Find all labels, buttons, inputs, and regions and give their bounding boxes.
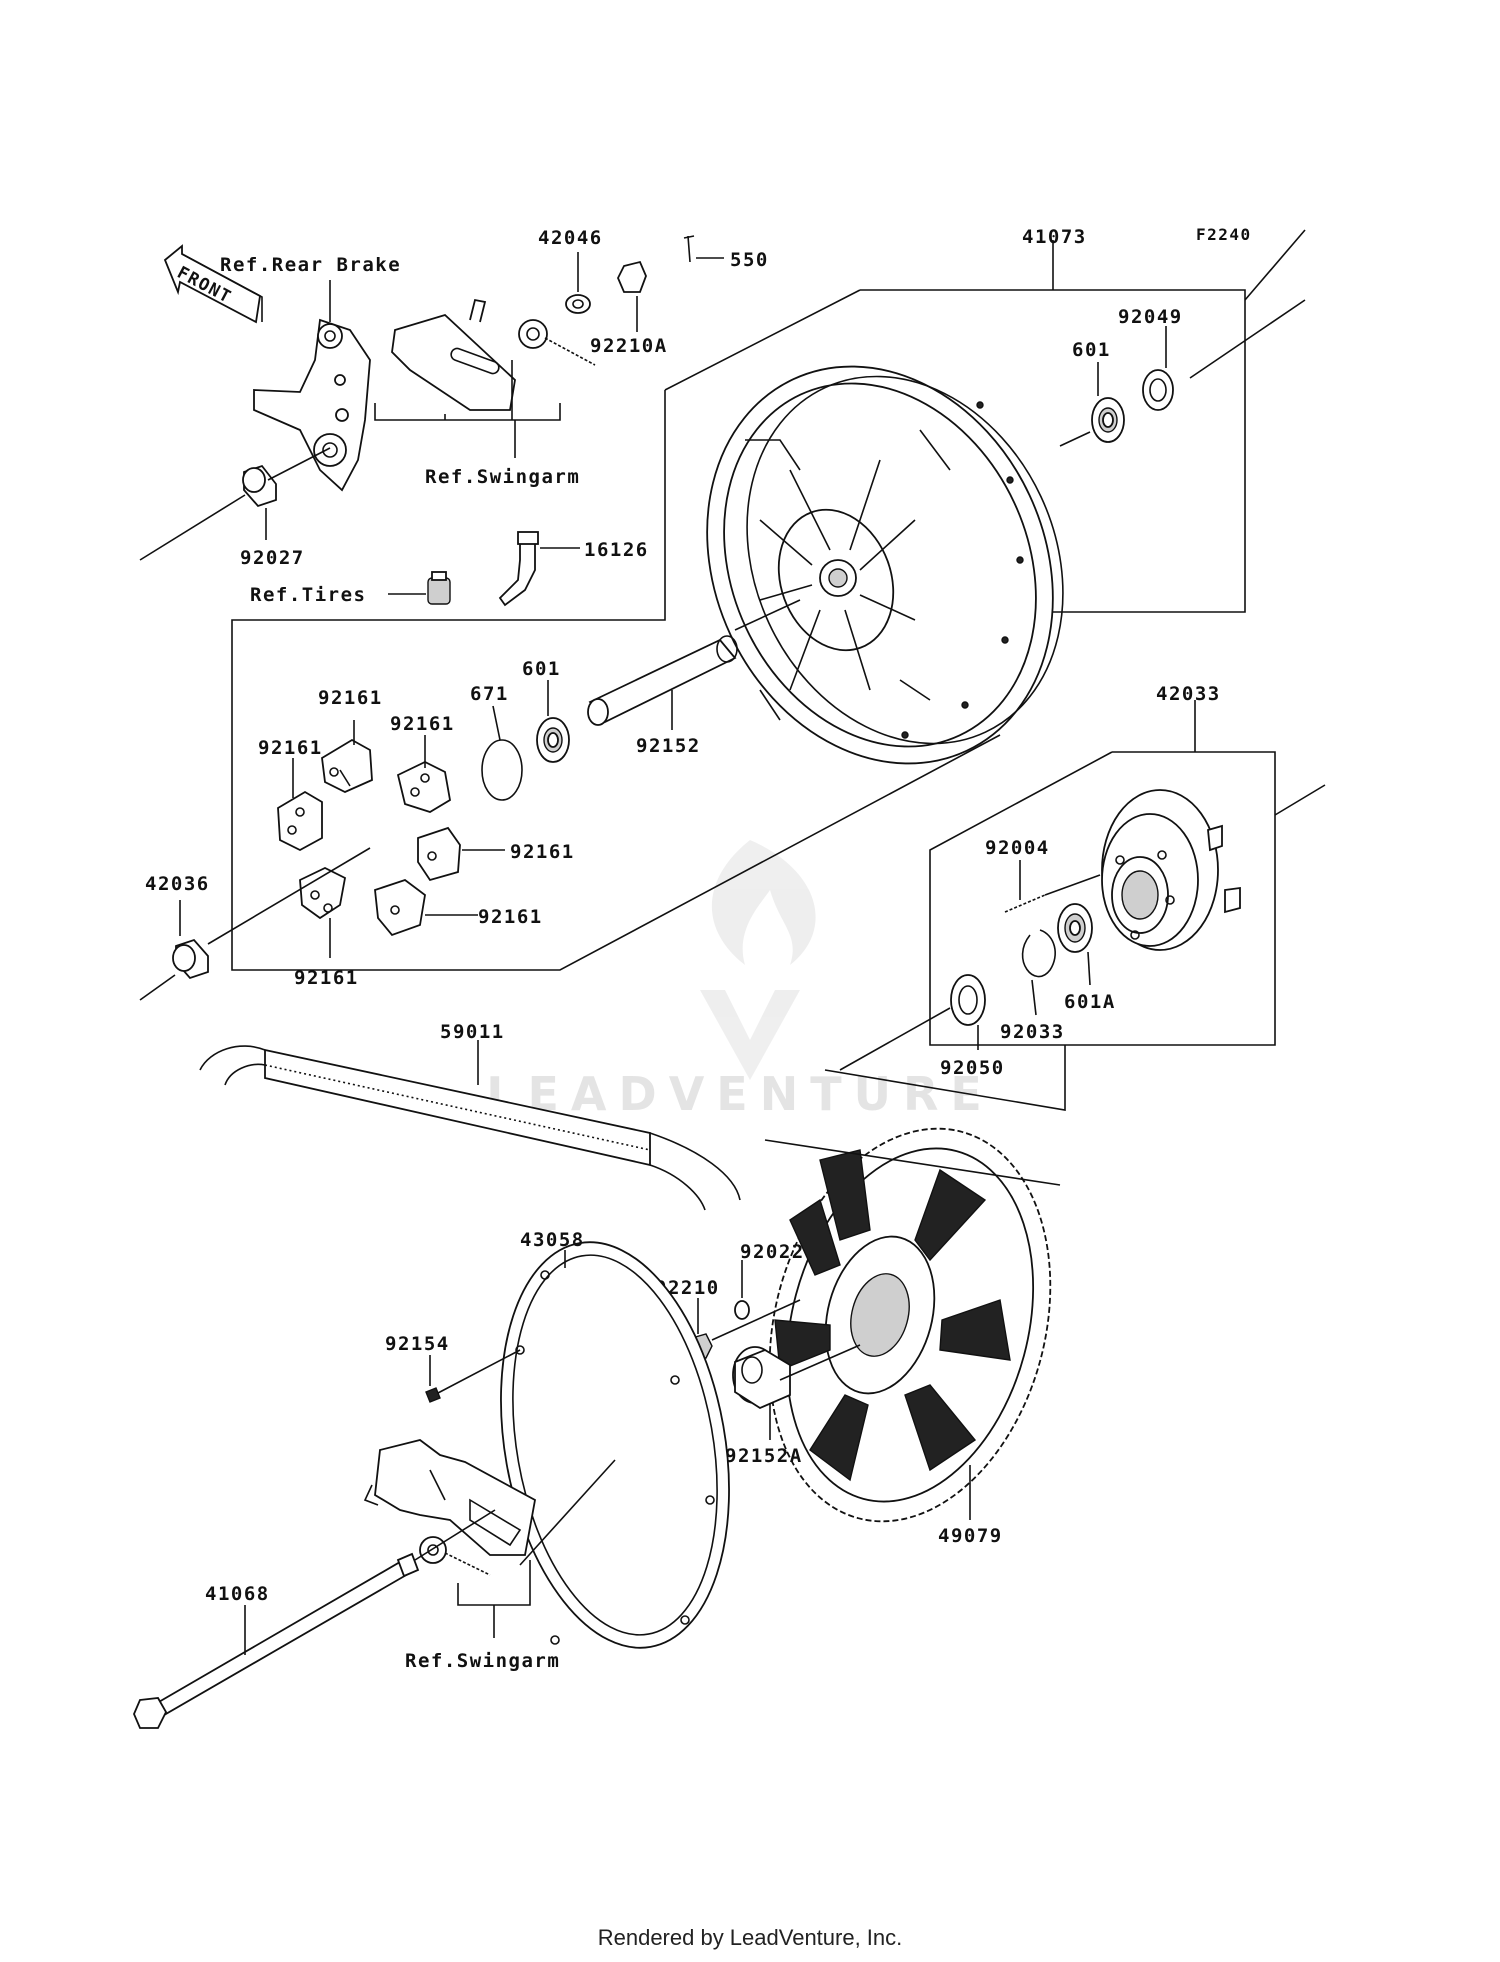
- part-550: 550: [730, 249, 769, 271]
- collar-92027: [242, 464, 277, 508]
- footer-credit: Rendered by LeadVenture, Inc.: [597, 1925, 903, 1950]
- adjuster-bolt-illustration: [518, 319, 596, 366]
- bearing-601-top: [1091, 397, 1125, 443]
- valve-cap-icon: [427, 571, 451, 605]
- part-42033: 42033: [1156, 683, 1221, 705]
- part-42046: 42046: [538, 227, 603, 249]
- part-92152: 92152: [636, 735, 701, 757]
- circlip-92033: [1021, 929, 1056, 978]
- ref-rear-brake: Ref.Rear Brake: [220, 254, 401, 276]
- watermark-text: LEADVENTURE: [486, 1067, 994, 1121]
- part-92154: 92154: [385, 1333, 450, 1355]
- swingarm-bracket-illustration: [391, 298, 516, 411]
- bearing-601-mid: [536, 717, 570, 763]
- o-ring-671: [481, 739, 523, 801]
- part-41068: 41068: [205, 1583, 270, 1605]
- damper-92161-c: [396, 760, 451, 813]
- collar-42036: [172, 938, 209, 980]
- part-92210A: 92210A: [590, 335, 668, 357]
- part-92004: 92004: [985, 837, 1050, 859]
- damper-92161-d: [417, 826, 461, 882]
- part-92161-b: 92161: [258, 737, 323, 759]
- part-92161-f: 92161: [294, 967, 359, 989]
- bolt-92154: [425, 1349, 521, 1403]
- spacer-92152: [587, 635, 738, 726]
- nut-92210A: [617, 260, 647, 293]
- spacer-92152A: [732, 1346, 791, 1410]
- washer-42046: [565, 294, 591, 314]
- axle-41068: [133, 1552, 420, 1729]
- ref-tires: Ref.Tires: [250, 584, 366, 606]
- ref-swingarm-bottom: Ref.Swingarm: [405, 1650, 560, 1672]
- belt-guard-43058: [500, 1241, 730, 1649]
- part-92161-a: 92161: [318, 687, 383, 709]
- seal-92050: [950, 974, 986, 1026]
- swingarm-bottom-ref-bracket: [457, 1560, 531, 1638]
- part-16126: 16126: [584, 539, 649, 561]
- part-601A: 601A: [1064, 991, 1116, 1013]
- washer-92022: [734, 1300, 750, 1320]
- brake-bracket-illustration: [253, 318, 371, 492]
- part-92161-c: 92161: [390, 713, 455, 735]
- part-92161-e: 92161: [478, 906, 543, 928]
- bearing-601A: [1057, 903, 1093, 953]
- part-42036: 42036: [145, 873, 210, 895]
- swingarm-end-illustration: [363, 1439, 537, 1556]
- swingarm-ref-bracket: [374, 360, 561, 458]
- part-601-top: 601: [1072, 339, 1111, 361]
- damper-92161-f: [299, 866, 347, 920]
- part-92022: 92022: [740, 1241, 805, 1263]
- part-92050: 92050: [940, 1057, 1005, 1079]
- rear-wheel-41073: [706, 365, 1064, 765]
- watermark-logo: [700, 840, 816, 1080]
- adjuster-bolt-bottom-illustration: [419, 1536, 491, 1576]
- part-92049: 92049: [1118, 306, 1183, 328]
- drive-belt-59011: [199, 1045, 741, 1211]
- part-92033: 92033: [1000, 1021, 1065, 1043]
- stud-92004: [1004, 894, 1046, 913]
- damper-92161-b: [277, 790, 323, 852]
- part-49079: 49079: [938, 1525, 1003, 1547]
- rear-pulley-49079: [768, 1127, 1052, 1523]
- part-92152A: 92152A: [725, 1445, 803, 1467]
- cotter-pin-550: [683, 235, 695, 263]
- part-92027: 92027: [240, 547, 305, 569]
- coupling-group-outline: [824, 751, 1276, 1111]
- front-arrow-icon: [163, 244, 263, 324]
- part-671: 671: [470, 683, 509, 705]
- air-valve-16126: [498, 531, 539, 607]
- ref-swingarm-top: Ref.Swingarm: [425, 466, 580, 488]
- part-59011: 59011: [440, 1021, 505, 1043]
- damper-92161-a: [321, 738, 373, 793]
- part-92161-d: 92161: [510, 841, 575, 863]
- coupling-hub-42033: [1101, 789, 1241, 951]
- diagram-code: F2240: [1196, 225, 1252, 244]
- part-43058: 43058: [520, 1229, 585, 1251]
- part-601-mid: 601: [522, 658, 561, 680]
- part-41073: 41073: [1022, 226, 1087, 248]
- seal-92049: [1142, 369, 1174, 411]
- damper-92161-e: [374, 878, 426, 937]
